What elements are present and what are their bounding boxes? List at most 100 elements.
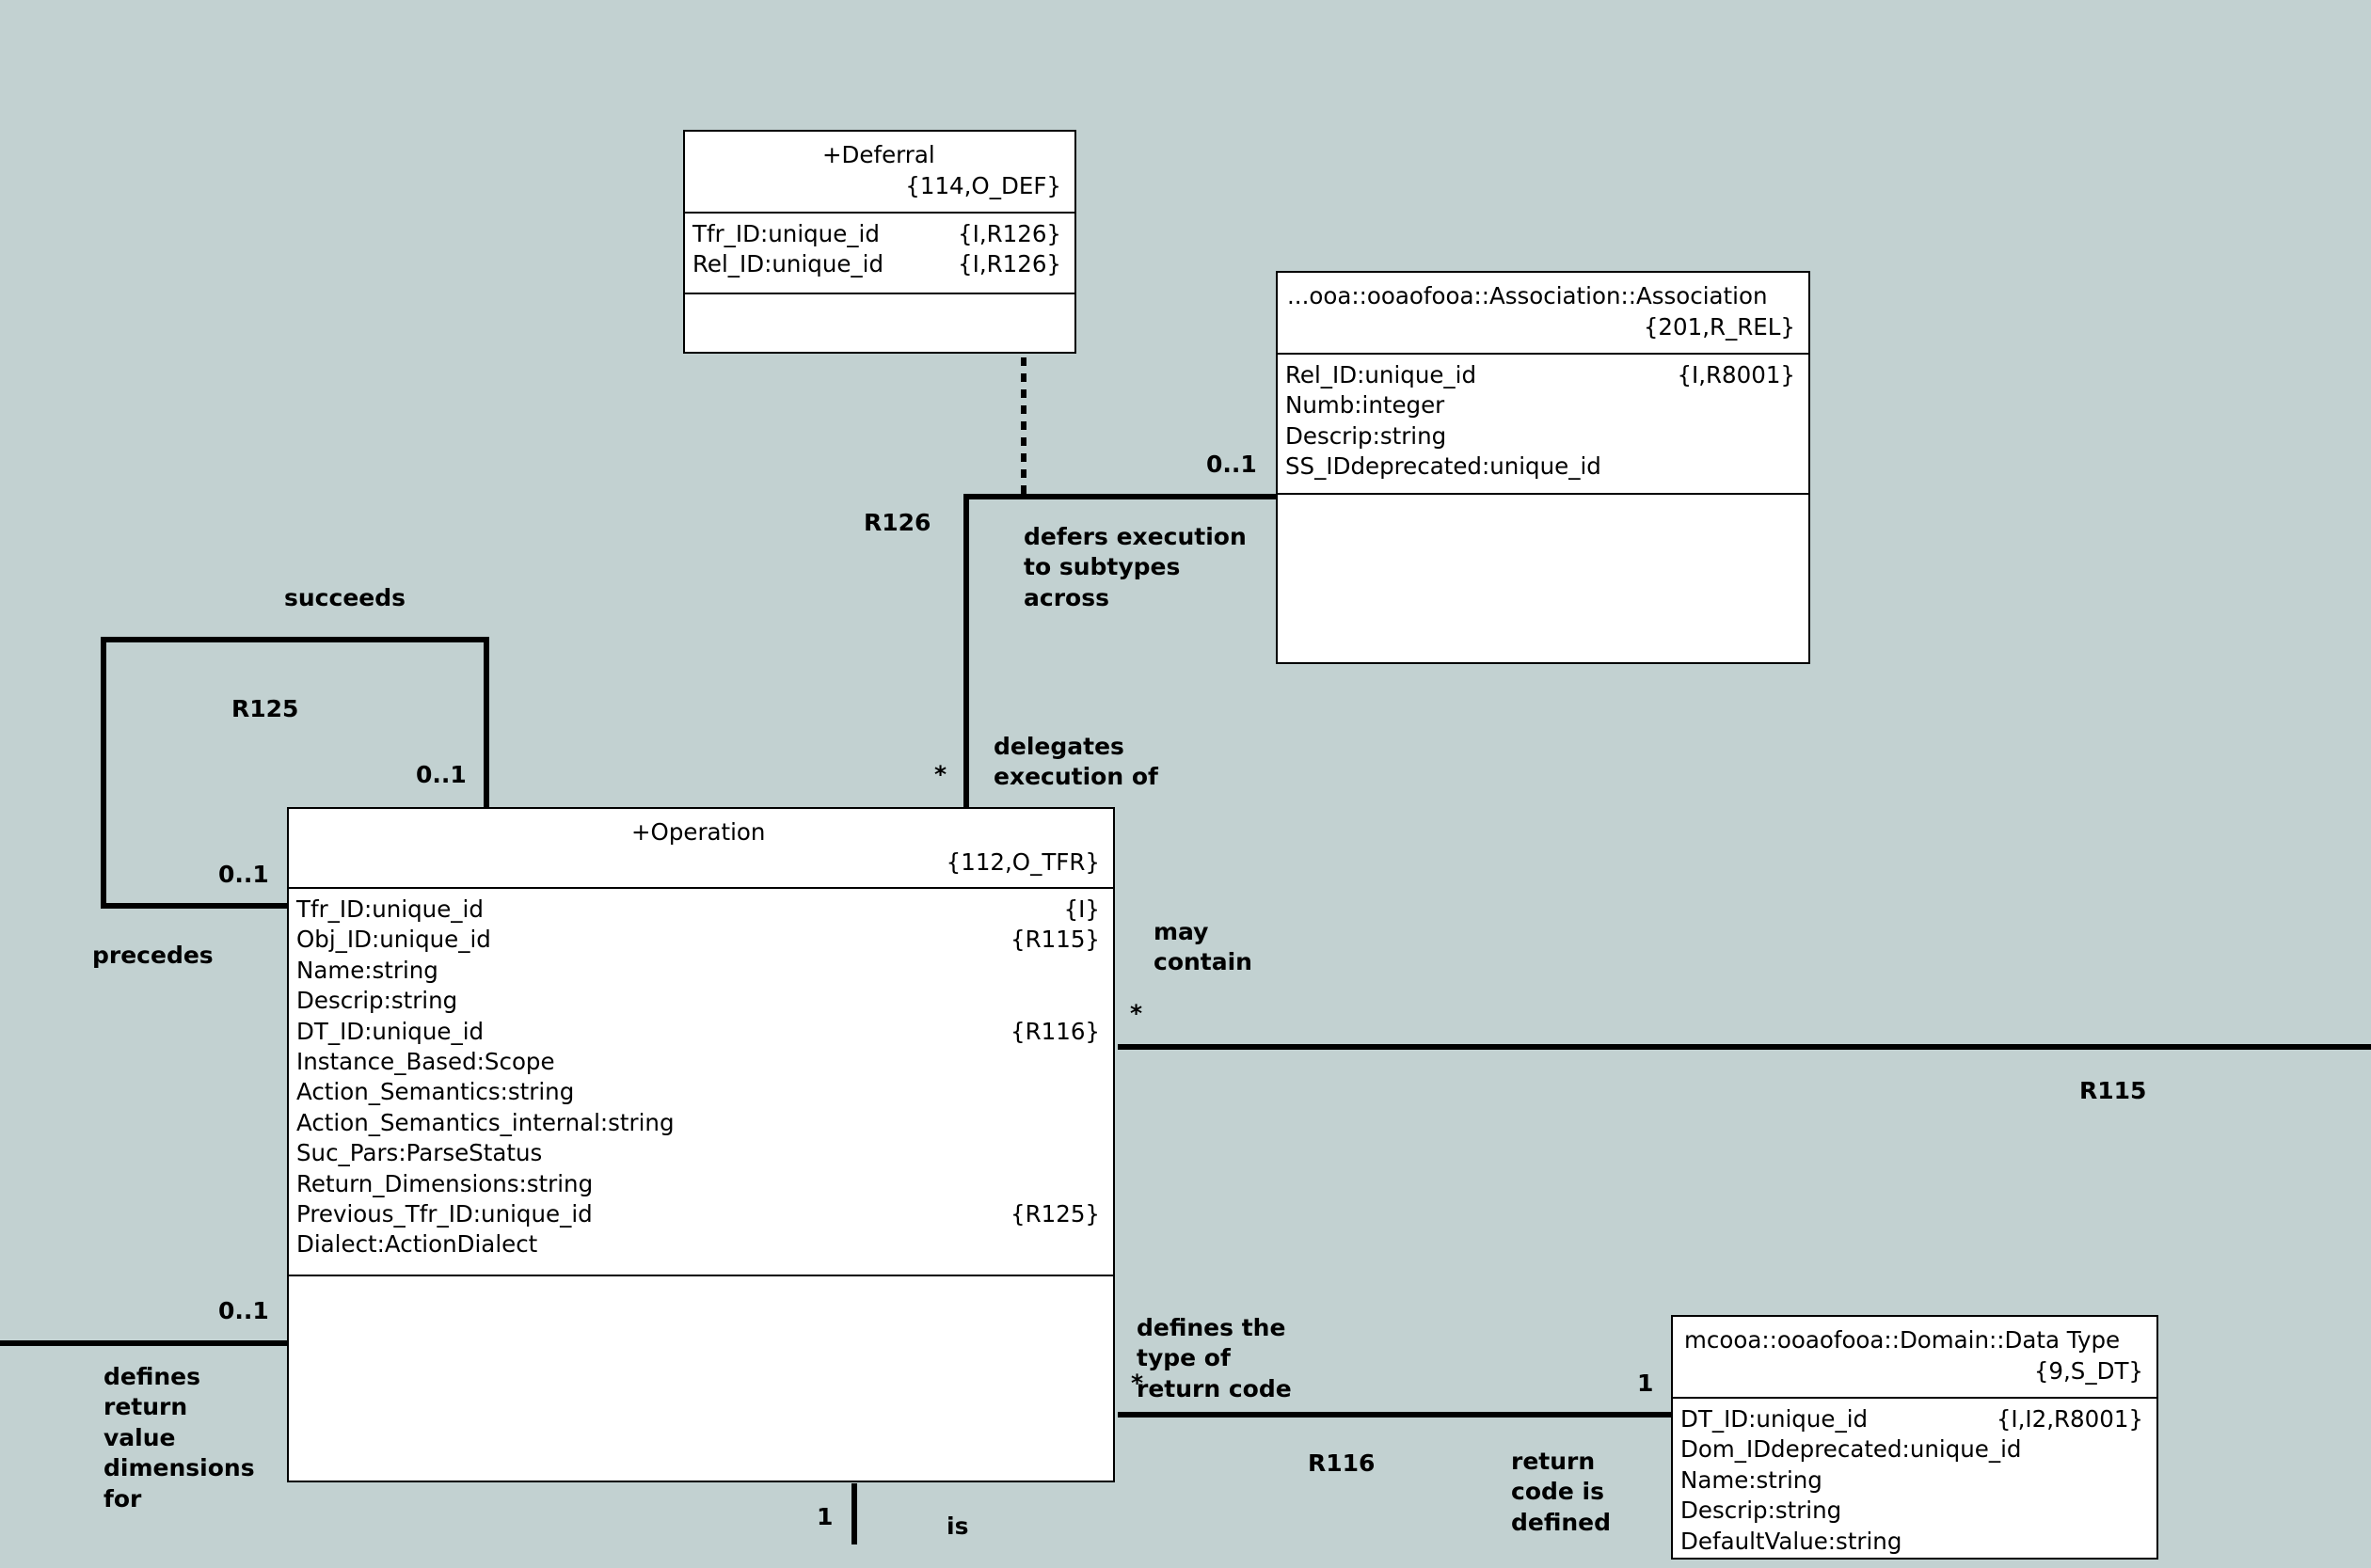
attribute-name: Previous_Tfr_ID:unique_id (296, 1199, 593, 1227)
r116-op-multiplicity: * (1131, 1370, 1144, 1397)
attribute-row: Rel_ID:unique_id {I,R126} (685, 249, 1074, 279)
r125-precedes-phrase: precedes (92, 942, 214, 969)
attribute-name: Dialect:ActionDialect (296, 1230, 538, 1259)
attribute-row: DT_ID:unique_id {I,I2,R8001} (1673, 1404, 2156, 1434)
attribute-name: Dom_IDdeprecated:unique_id (1680, 1435, 2022, 1464)
r125-top-multiplicity: 0..1 (416, 761, 467, 788)
attribute-compartment: Tfr_ID:unique_id {I,R126} Rel_ID:unique_i… (685, 214, 1074, 294)
r116-dt-multiplicity: 1 (1637, 1370, 1654, 1397)
attribute-row: Name:string (289, 956, 1113, 986)
attribute-row: Descrip:string (1278, 421, 1808, 451)
attribute-row: Rel_ID:unique_id {I,R8001} (1278, 360, 1808, 390)
class-header: +Operation {112,O_TFR} (289, 809, 1113, 889)
class-header: ...ooa::ooaofooa::Association::Associati… (1278, 273, 1808, 355)
r126-label: R126 (864, 509, 931, 536)
attribute-row: Numb:integer (1278, 390, 1808, 420)
r126-assoc-phrase: defers execution to subtypes across (1024, 523, 1247, 611)
r125-left-multiplicity: 0..1 (218, 861, 269, 888)
attribute-row: Descrip:string (289, 986, 1113, 1016)
attribute-ref: {I,R126} (958, 220, 1061, 247)
attribute-ref: {I,R126} (958, 250, 1061, 278)
class-data-type[interactable]: mcooa::ooaofooa::Domain::Data Type {9,S_… (1671, 1315, 2158, 1560)
attribute-row: Action_Semantics:string (289, 1077, 1113, 1107)
attribute-name: Descrip:string (1680, 1497, 1842, 1525)
r126-line (963, 494, 1278, 810)
r115-label: R115 (2079, 1077, 2147, 1104)
attribute-row: Obj_ID:unique_id {R115} (289, 925, 1113, 955)
r126-assoc-multiplicity: 0..1 (1206, 451, 1257, 478)
r125-label: R125 (231, 695, 299, 722)
attribute-row: Tfr_ID:unique_id {I} (289, 895, 1113, 925)
attribute-compartment: Rel_ID:unique_id {I,R8001} Numb:integer D… (1278, 355, 1808, 495)
attribute-row: Previous_Tfr_ID:unique_id {R125} (289, 1199, 1113, 1229)
attribute-name: DT_ID:unique_id (1680, 1405, 1869, 1433)
r125-succeeds-phrase: succeeds (284, 584, 406, 611)
attribute-name: Rel_ID:unique_id (692, 250, 884, 278)
attribute-row: DefaultValue:string (1673, 1527, 2156, 1557)
class-name: +Deferral (822, 141, 935, 168)
attribute-name: Suc_Pars:ParseStatus (296, 1139, 543, 1167)
attribute-compartment: Tfr_ID:unique_id {I} Obj_ID:unique_id {R11… (289, 889, 1113, 1276)
attribute-row: Name:string (1673, 1465, 2156, 1496)
class-key: {9,S_DT} (2033, 1357, 2143, 1385)
attribute-ref: {I,I2,R8001} (1996, 1405, 2143, 1433)
class-name: +Operation (631, 818, 766, 846)
attribute-row: Descrip:string (1673, 1496, 2156, 1526)
bottom-relationship-phrase: is (947, 1513, 969, 1540)
attribute-name: Obj_ID:unique_id (296, 926, 491, 954)
attribute-row: Return_Dimensions:string (289, 1169, 1113, 1199)
attribute-name: Rel_ID:unique_id (1285, 361, 1477, 388)
class-deferral[interactable]: +Deferral {114,O_DEF} Tfr_ID:unique_id {I… (683, 130, 1076, 354)
attribute-name: Tfr_ID:unique_id (692, 220, 880, 247)
r116-label: R116 (1308, 1449, 1376, 1477)
r126-op-phrase: delegates execution of (994, 733, 1158, 791)
left-relationship-multiplicity: 0..1 (218, 1297, 269, 1324)
attribute-name: Instance_Based:Scope (296, 1047, 555, 1075)
r115-phrase: may contain (1154, 918, 1252, 976)
class-name: mcooa::ooaofooa::Domain::Data Type (1684, 1326, 2121, 1354)
r116-dt-phrase: return code is defined (1511, 1448, 1612, 1536)
attribute-ref: {R125} (1010, 1199, 1100, 1227)
attribute-row: SS_IDdeprecated:unique_id (1278, 451, 1808, 482)
r126-op-multiplicity: * (934, 761, 947, 788)
class-key: {112,O_TFR} (946, 848, 1100, 876)
attribute-ref: {I,R8001} (1677, 361, 1795, 388)
attribute-name: Descrip:string (296, 987, 458, 1015)
attribute-row: DT_ID:unique_id {R116} (289, 1017, 1113, 1047)
attribute-ref: {I} (1063, 895, 1100, 923)
class-header: mcooa::ooaofooa::Domain::Data Type {9,S_… (1673, 1317, 2156, 1399)
r125-line (101, 637, 489, 909)
attribute-name: Action_Semantics:string (296, 1078, 575, 1106)
attribute-name: SS_IDdeprecated:unique_id (1285, 452, 1601, 481)
r115-multiplicity: * (1130, 1000, 1143, 1027)
attribute-name: Numb:integer (1285, 391, 1445, 420)
class-key: {114,O_DEF} (905, 172, 1061, 199)
class-association[interactable]: ...ooa::ooaofooa::Association::Associati… (1276, 271, 1810, 664)
attribute-name: Tfr_ID:unique_id (296, 895, 484, 923)
class-operation[interactable]: +Operation {112,O_TFR} Tfr_ID:unique_id {… (287, 807, 1115, 1482)
attribute-name: Descrip:string (1285, 421, 1447, 450)
class-header: +Deferral {114,O_DEF} (685, 132, 1074, 214)
attribute-name: Name:string (296, 956, 438, 984)
attribute-row: Suc_Pars:ParseStatus (289, 1138, 1113, 1168)
attribute-row: Dialect:ActionDialect (289, 1229, 1113, 1259)
attribute-row: Action_Semantics_internal:string (289, 1108, 1113, 1138)
attribute-row: Tfr_ID:unique_id {I,R126} (685, 219, 1074, 249)
attribute-name: Name:string (1680, 1465, 1822, 1494)
left-relationship-phrase: defines return value dimensions for (103, 1363, 255, 1513)
attribute-ref: {R116} (1010, 1017, 1100, 1045)
attribute-compartment: DT_ID:unique_id {I,I2,R8001} Dom_IDdeprec… (1673, 1399, 2156, 1568)
attribute-row: Dom_IDdeprecated:unique_id (1673, 1434, 2156, 1465)
attribute-name: Action_Semantics_internal:string (296, 1108, 675, 1136)
class-key: {201,R_REL} (1643, 313, 1795, 341)
attribute-row: Instance_Based:Scope (289, 1047, 1113, 1077)
class-name: ...ooa::ooaofooa::Association::Associati… (1287, 282, 1768, 309)
attribute-name: DefaultValue:string (1680, 1527, 1902, 1555)
attribute-ref: {R115} (1010, 926, 1100, 954)
attribute-name: Return_Dimensions:string (296, 1169, 594, 1197)
r116-op-phrase: defines the type of return code (1137, 1314, 1292, 1402)
attribute-name: DT_ID:unique_id (296, 1017, 485, 1045)
bottom-relationship-multiplicity: 1 (817, 1503, 834, 1530)
